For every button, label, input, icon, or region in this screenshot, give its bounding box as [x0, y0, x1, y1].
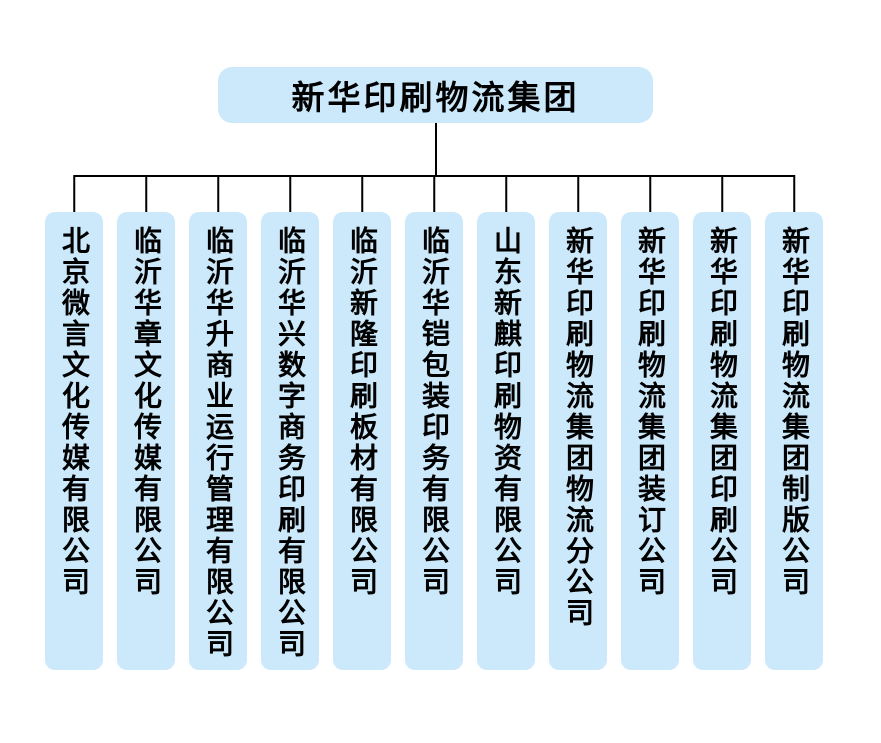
org-child-label: 临沂华兴数字商务印刷有限公司 — [275, 226, 306, 660]
org-child-box-linyi-huakai: 临沂华铠包装印务有限公司 — [405, 212, 463, 670]
org-child-box-linyi-huazhang: 临沂华章文化传媒有限公司 — [117, 212, 175, 670]
org-child-label: 新华印刷物流集团制版公司 — [779, 226, 810, 598]
connector-root-vertical — [435, 123, 437, 175]
org-child-label: 临沂华升商业运行管理有限公司 — [203, 226, 234, 660]
org-child-box-linyi-xinlong: 临沂新隆印刷板材有限公司 — [333, 212, 391, 670]
org-child-box-logistics-branch: 新华印刷物流集团物流分公司 — [549, 212, 607, 670]
org-child-box-platemaking-company: 新华印刷物流集团制版公司 — [765, 212, 823, 670]
org-child-label: 山东新麒印刷物资有限公司 — [491, 226, 522, 598]
org-root-box: 新华印刷物流集团 — [218, 67, 653, 123]
org-children-row: 北京微言文化传媒有限公司 临沂华章文化传媒有限公司 临沂华升商业运行管理有限公司… — [45, 212, 823, 670]
org-root-label: 新华印刷物流集团 — [291, 79, 580, 116]
org-child-label: 北京微言文化传媒有限公司 — [59, 226, 90, 598]
org-child-label: 新华印刷物流集团装订公司 — [635, 226, 666, 598]
org-child-label: 新华印刷物流集团印刷公司 — [707, 226, 738, 598]
org-child-label: 临沂华铠包装印务有限公司 — [419, 226, 450, 598]
org-child-label: 临沂新隆印刷板材有限公司 — [347, 226, 378, 598]
org-child-label: 临沂华章文化传媒有限公司 — [131, 226, 162, 598]
org-child-box-binding-company: 新华印刷物流集团装订公司 — [621, 212, 679, 670]
org-child-box-linyi-huasheng: 临沂华升商业运行管理有限公司 — [189, 212, 247, 670]
org-child-box-beijing-weiyan: 北京微言文化传媒有限公司 — [45, 212, 103, 670]
org-child-box-linyi-huaxing: 临沂华兴数字商务印刷有限公司 — [261, 212, 319, 670]
org-child-box-shandong-xinqi: 山东新麒印刷物资有限公司 — [477, 212, 535, 670]
org-child-box-printing-company: 新华印刷物流集团印刷公司 — [693, 212, 751, 670]
org-child-label: 新华印刷物流集团物流分公司 — [563, 226, 594, 629]
